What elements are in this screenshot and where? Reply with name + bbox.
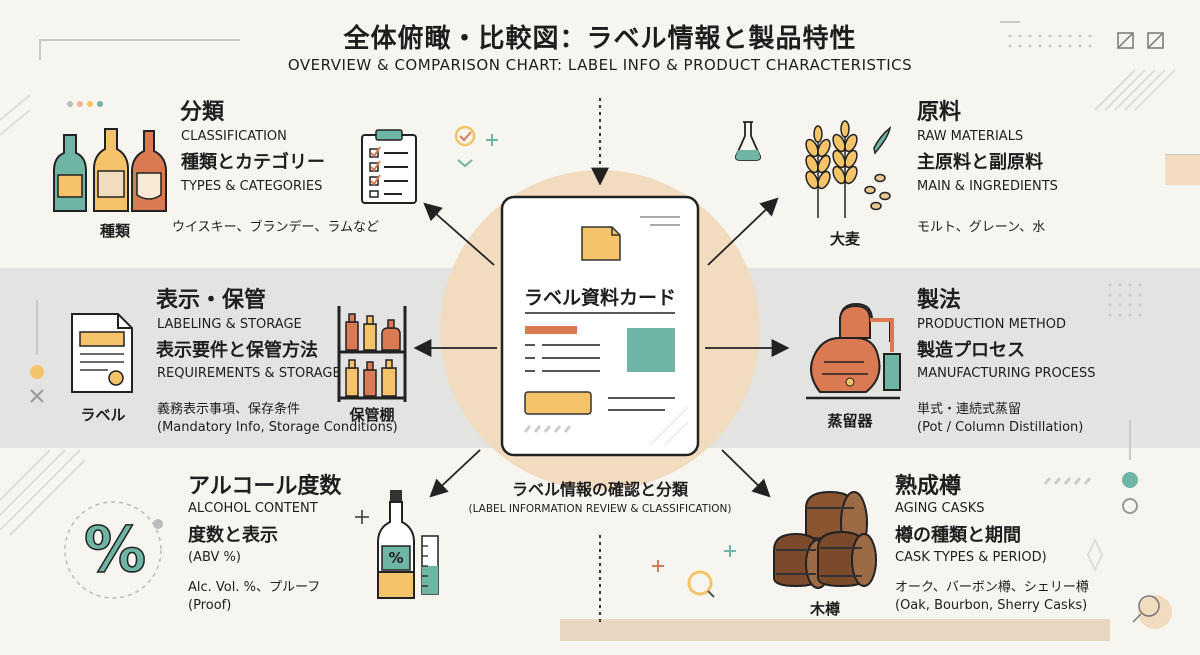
labeling-icon-label-right: 保管棚 [349,406,395,424]
raw-materials-heading: 原料 [917,100,962,125]
cask-icon-label: 木樽 [809,600,840,618]
classification-icon-label: 種類 [99,222,130,240]
cask-heading-en: AGING CASKS [895,501,985,516]
labeling-desc: 義務表示事項、保存条件 [157,402,301,417]
page-subtitle: OVERVIEW & COMPARISON CHART: LABEL INFO … [287,56,913,74]
alcohol-sub: 度数と表示 [188,525,278,546]
label-card-graphic [500,195,700,457]
labeling-icon-label-left: ラベル [80,406,126,424]
cask-heading: 熟成樽 [895,474,962,499]
label-card-title: ラベル資料カード [523,287,676,309]
classification-heading: 分類 [180,100,225,125]
production-heading: 製法 [917,288,962,313]
barley-icon [805,120,892,218]
label-card: ラベル資料カード [500,195,700,460]
classification-desc: ウイスキー、ブランデー、ラムなど [172,220,379,235]
percent-icon: % [83,512,147,587]
production-icon-label: 蒸留器 [827,412,873,430]
abv-bottle-icon [377,490,439,599]
labeling-sub: 表示要件と保管方法 [156,340,318,361]
center-caption-en: (LABEL INFORMATION REVIEW & CLASSIFICATI… [468,503,732,515]
label-document-icon [71,313,133,393]
raw-materials-desc: モルト、グレーン、水 [917,220,1046,235]
cask-sub-en: CASK TYPES & PERIOD) [895,550,1047,565]
classification-sub: 種類とカテゴリー [181,152,325,173]
cask-desc: オーク、バーボン樽、シェリー樽 [895,580,1089,595]
raw-materials-sub-en: MAIN & INGREDIENTS [917,179,1058,194]
production-desc-en: (Pot / Column Distillation) [917,420,1084,435]
production-desc: 単式・連続式蒸留 [917,402,1022,417]
production-sub: 製造プロセス [917,340,1025,361]
classification-heading-en: CLASSIFICATION [181,129,287,144]
alcohol-desc: Alc. Vol. %、プルーフ [188,580,321,595]
alcohol-sub-en: (ABV %) [188,550,241,565]
pot-still-icon [806,302,901,400]
bottles-icon [53,128,167,212]
center-caption: ラベル情報の確認と分類 [511,480,688,499]
page-title: 全体俯瞰・比較図：ラベル情報と製品特性 [343,24,857,54]
classification-sub-en: TYPES & CATEGORIES [181,179,323,194]
clipboard-icon [361,129,417,204]
alcohol-heading-en: ALCOHOL CONTENT [188,501,318,516]
cask-sub: 樽の種類と期間 [895,525,1021,546]
storage-shelf-icon [337,306,407,402]
production-sub-en: MANUFACTURING PROCESS [917,366,1096,381]
cask-icon [773,490,877,589]
raw-materials-heading-en: RAW MATERIALS [917,129,1024,144]
raw-materials-icon-label: 大麦 [829,230,860,248]
labeling-sub-en: REQUIREMENTS & STORAGE [157,366,341,381]
abv-bottle-label: % [388,549,404,567]
labeling-desc-en: (Mandatory Info, Storage Conditions) [157,420,398,435]
flask-icon [734,121,762,161]
raw-materials-sub: 主原料と副原料 [917,152,1043,173]
cask-desc-en: (Oak, Bourbon, Sherry Casks) [895,598,1088,613]
labeling-heading: 表示・保管 [156,288,267,313]
labeling-heading-en: LABELING & STORAGE [157,317,302,332]
production-heading-en: PRODUCTION METHOD [917,317,1066,332]
alcohol-desc-en: (Proof) [188,598,232,613]
alcohol-heading: アルコール度数 [188,474,342,499]
